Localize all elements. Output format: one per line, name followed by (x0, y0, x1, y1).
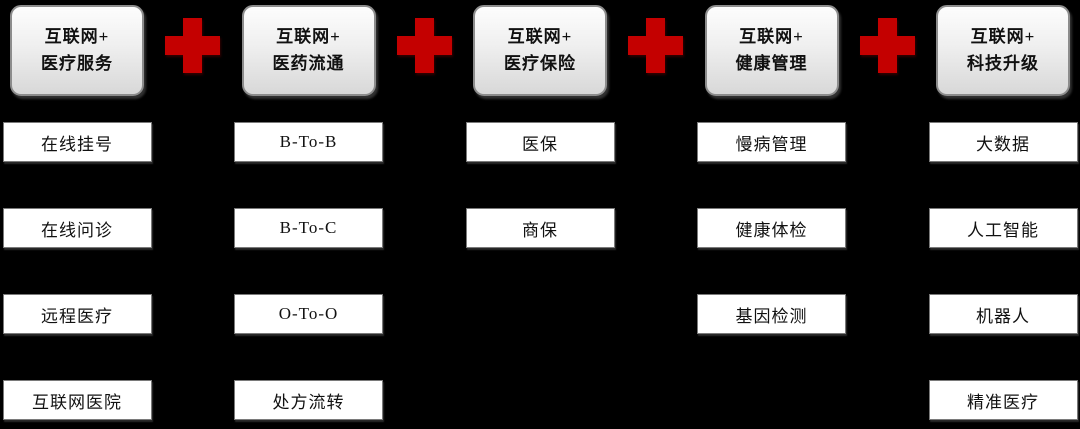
item-box: 在线问诊 (2, 208, 152, 248)
item-box: B-To-C (234, 208, 383, 248)
item-box: 处方流转 (234, 380, 383, 420)
header-line: 互联网+ (44, 27, 110, 47)
header-line: 互联网+ (739, 27, 804, 47)
header-line: 健康管理 (735, 53, 808, 73)
item-box: 基因检测 (697, 294, 846, 334)
column-medical-insurance: 互联网+ 医疗保险 医保 商保 (465, 0, 615, 429)
item-box: 互联网医院 (2, 380, 152, 420)
item-box: 医保 (465, 122, 615, 162)
column-header: 互联网+ 科技升级 (936, 5, 1070, 96)
plus-icon (628, 18, 684, 73)
column-header: 互联网+ 健康管理 (704, 5, 839, 96)
plus-icon (165, 18, 221, 73)
header-line: 互联网+ (507, 27, 573, 47)
header-line: 医药流通 (272, 53, 345, 73)
column-header: 互联网+ 医疗服务 (10, 5, 144, 96)
item-box: 人工智能 (928, 208, 1078, 248)
item-box: O-To-O (234, 294, 383, 334)
column-header: 互联网+ 医药流通 (241, 5, 376, 96)
header-line: 互联网+ (276, 27, 341, 47)
plus-icon (859, 18, 915, 73)
item-box: 慢病管理 (697, 122, 846, 162)
item-box: B-To-B (234, 122, 383, 162)
item-box: 精准医疗 (928, 380, 1078, 420)
item-box: 大数据 (928, 122, 1078, 162)
column-medical-services: 互联网+ 医疗服务 在线挂号 在线问诊 远程医疗 互联网医院 (2, 0, 152, 429)
header-line: 医疗保险 (504, 53, 576, 73)
plus-icon (396, 18, 452, 73)
column-tech-upgrade: 互联网+ 科技升级 大数据 人工智能 机器人 精准医疗 (928, 0, 1078, 429)
header-line: 科技升级 (967, 53, 1039, 73)
header-line: 互联网+ (970, 27, 1036, 47)
item-box: 商保 (465, 208, 615, 248)
item-box: 在线挂号 (2, 122, 152, 162)
header-line: 医疗服务 (41, 53, 113, 73)
item-box: 机器人 (928, 294, 1078, 334)
column-pharma-distribution: 互联网+ 医药流通 B-To-B B-To-C O-To-O 处方流转 (234, 0, 384, 429)
column-health-management: 互联网+ 健康管理 慢病管理 健康体检 基因检测 (697, 0, 847, 429)
item-box: 远程医疗 (2, 294, 152, 334)
column-header: 互联网+ 医疗保险 (473, 5, 607, 96)
item-box: 健康体检 (697, 208, 846, 248)
